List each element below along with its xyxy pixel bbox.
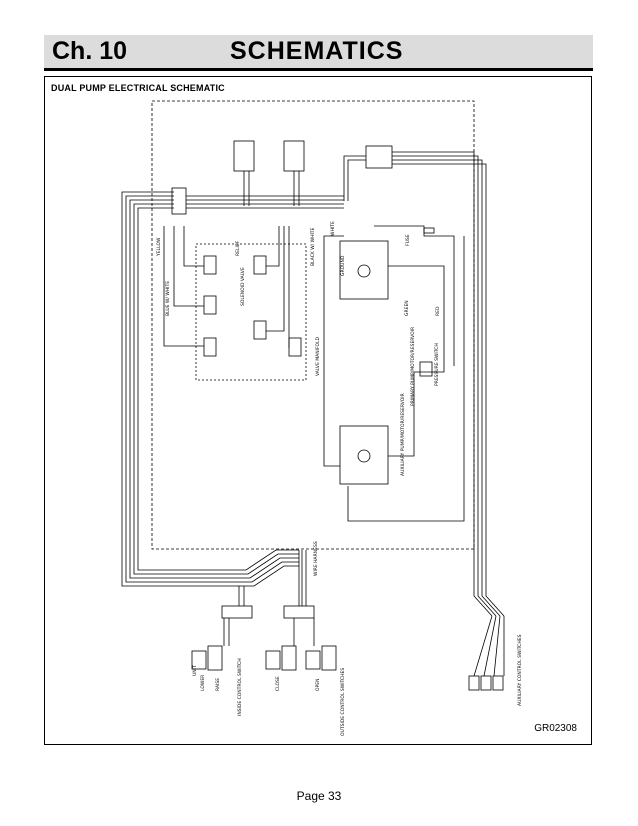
connector-left <box>171 187 187 215</box>
label-raise: RAISE <box>215 678 221 691</box>
auxiliary-control-switches <box>468 615 505 691</box>
label-ground: GROUND <box>340 255 346 276</box>
inside-control-switch <box>191 618 230 671</box>
label-lower: LOWER <box>200 675 206 691</box>
label-primary-unit: PRIMARY PUMP/MOTOR/RESERVOIR <box>410 327 416 406</box>
wiring-schematic-drawing: PRIMARY PUMP/MOTOR/RESERVOIR AUXILIARY P… <box>121 100 523 736</box>
page-header: Ch. 10 SCHEMATICS <box>44 35 593 71</box>
switch-harness-connector-mid <box>283 605 315 619</box>
primary-pump-box <box>339 240 389 300</box>
label-open: OPEN <box>315 679 321 691</box>
connector-right <box>365 145 393 169</box>
pressure-switch <box>419 361 433 377</box>
label-relief: RELIEF <box>235 240 241 256</box>
enclosure-outline <box>151 100 475 550</box>
label-yellow: YELLOW <box>156 237 162 257</box>
label-pressure-switch: PRESSURE SWITCH <box>434 343 440 386</box>
drawing-code: GR02308 <box>534 723 577 734</box>
solenoid-valves <box>163 226 302 357</box>
label-close: CLOSE <box>275 676 281 691</box>
label-valve-manifold: VALVE MANIFOLD <box>315 336 321 376</box>
label-blue-white: BLUE W/ WHITE <box>165 281 171 316</box>
harness-right-bundle <box>343 151 505 617</box>
label-black-white: BLACK W/ WHITE <box>310 227 316 266</box>
label-inside-switch: INSIDE CONTROL SWITCH <box>237 658 243 716</box>
label-wire-harness: WIRE HARNESS <box>313 541 319 576</box>
primary-motor-symbol <box>357 264 371 278</box>
label-aux-unit: AUXILIARY PUMP/MOTOR/RESERVOIR <box>400 393 406 476</box>
label-green: GREEN <box>404 300 410 316</box>
schematic-title: DUAL PUMP ELECTRICAL SCHEMATIC <box>51 83 225 93</box>
harness-top <box>186 171 344 209</box>
chapter-label: Ch. 10 <box>52 37 128 65</box>
label-red: RED <box>435 306 441 316</box>
aux-motor-symbol <box>357 449 371 463</box>
label-aux-switches: AUXILIARY CONTROL SWITCHES <box>517 634 523 706</box>
label-fuse: FUSE <box>405 234 411 246</box>
connector-top-right <box>283 140 305 172</box>
page-title: SCHEMATICS <box>230 37 404 65</box>
switch-harness-connector-left <box>221 605 253 619</box>
label-solenoid-valve: SOLENOID VALVE <box>240 267 246 306</box>
harness-left-bundle <box>121 191 299 587</box>
outside-control-switches <box>265 618 337 671</box>
label-outside-switches: OUTSIDE CONTROL SWITCHES <box>340 668 346 736</box>
page-number: Page 33 <box>296 789 342 803</box>
connector-top-left <box>233 140 255 172</box>
label-unit: UNIT <box>192 665 198 676</box>
valve-manifold-outline <box>195 243 307 381</box>
aux-pump-box <box>339 425 389 485</box>
schematic-frame: DUAL PUMP ELECTRICAL SCHEMATIC GR02308 <box>44 76 592 745</box>
fuse-symbol <box>423 227 435 234</box>
label-white: WHITE <box>330 221 336 236</box>
